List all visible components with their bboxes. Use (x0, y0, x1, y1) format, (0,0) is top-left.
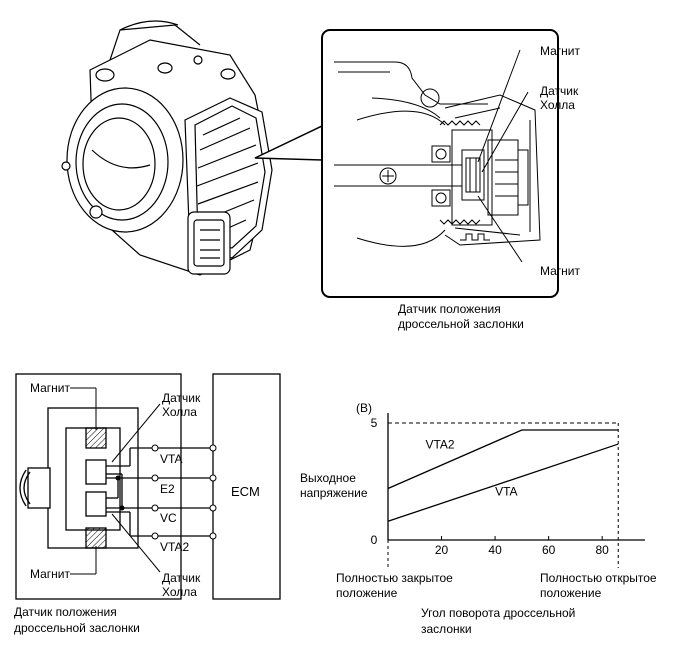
magnet-bottom-block (85, 527, 107, 549)
detail-leader-lines (477, 49, 529, 263)
detail-label-magnet-bottom: Магнит (540, 264, 581, 278)
x-tick-label: 80 (595, 543, 609, 557)
circuit-label-magnet-top: Магнит (30, 381, 71, 395)
closed-position-label-line2: положение (336, 586, 398, 600)
circuit-label-hall-bottom-line2: Холла (162, 585, 197, 599)
circuit-leaders (70, 387, 161, 575)
sensor-outer-box (15, 373, 182, 600)
ecm-label: ECM (231, 484, 260, 499)
y-axis-label-line2: напряжение (300, 486, 368, 500)
series-line-vta (387, 443, 619, 522)
x-tick-label: 40 (488, 543, 502, 557)
x-tick-label: 60 (542, 543, 556, 557)
pin-label-vc: VC (160, 511, 177, 525)
detail-label-hall-line1: Датчик (540, 84, 579, 98)
x-axis-label-line1: Угол поворота дроссельной (421, 606, 575, 620)
x-axis-label-line2: заслонки (421, 622, 472, 636)
circuit-label-hall-top-line1: Датчик (162, 391, 201, 405)
detail-view-drawing (334, 61, 541, 247)
bottom-caption-line2: дроссельной заслонки (14, 621, 140, 635)
detail-view-frame (321, 29, 559, 298)
circuit-diagram (15, 373, 281, 600)
circuit-junctions (115, 444, 217, 540)
pin-label-vta: VTA (160, 452, 182, 466)
series-label-vta2: VTA2 (425, 438, 454, 452)
closed-position-label-line1: Полностью закрытое (336, 571, 453, 585)
y-axis-label-line1: Выходное (300, 471, 356, 485)
y-tick-label: 5 (371, 416, 378, 430)
throttle-body-illustration (61, 20, 273, 276)
open-position-label-line2: положение (540, 586, 602, 600)
y-tick-label: 0 (371, 533, 378, 547)
hall-sensor-top (85, 459, 107, 485)
ecm-box (212, 373, 281, 600)
pin-label-vta2: VTA2 (160, 540, 189, 554)
bottom-caption-line1: Датчик положения (14, 605, 117, 619)
open-position-label-line1: Полностью открытое (540, 571, 657, 585)
circuit-label-hall-top-line2: Холла (162, 405, 197, 419)
hall-sensor-bottom (85, 491, 107, 517)
detail-label-magnet-top: Магнит (540, 44, 581, 58)
top-caption-line2: дроссельной заслонки (398, 317, 524, 331)
series-line-vta2 (387, 429, 619, 490)
circuit-label-hall-bottom-line1: Датчик (162, 571, 201, 585)
series-label-vta: VTA (495, 485, 517, 499)
top-caption-line1: Датчик положения (398, 302, 501, 316)
detail-label-hall-line2: Холла (540, 98, 575, 112)
magnet-top-block (85, 427, 107, 449)
chart-tag: (B) (356, 401, 372, 415)
circuit-label-magnet-bottom: Магнит (30, 567, 71, 581)
pin-label-e2: E2 (160, 482, 175, 496)
x-tick-label: 20 (435, 543, 449, 557)
